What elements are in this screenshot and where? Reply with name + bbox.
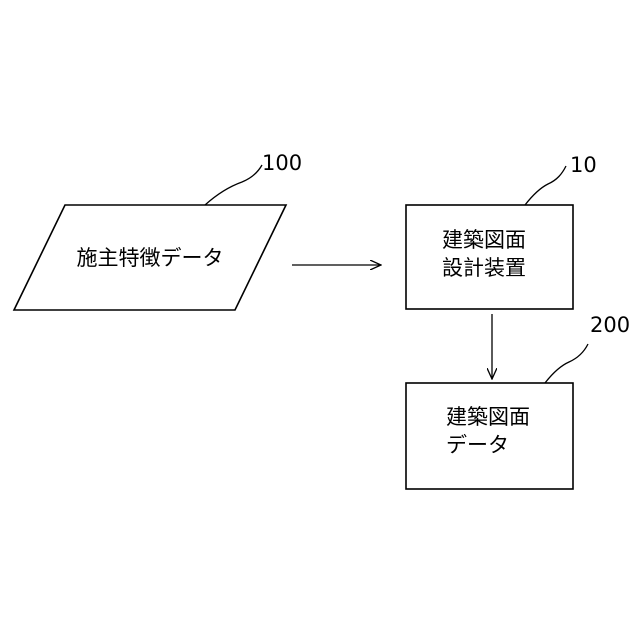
input-data-leader-line bbox=[205, 165, 262, 205]
output-data-ref-number: 200 bbox=[590, 313, 630, 337]
output-data-reference: 200 bbox=[545, 313, 630, 383]
device-label-line2: 設計装置 bbox=[442, 256, 526, 280]
device-node: 建築図面 設計装置 bbox=[406, 205, 573, 309]
input-data-node: 施主特徴データ bbox=[14, 205, 286, 310]
device-ref-number: 10 bbox=[570, 153, 597, 177]
input-data-reference: 100 bbox=[205, 151, 302, 205]
input-data-label: 施主特徴データ bbox=[77, 246, 224, 270]
output-data-label-line2: データ bbox=[446, 433, 509, 457]
output-data-node: 建築図面 データ bbox=[406, 383, 573, 489]
input-data-ref-number: 100 bbox=[262, 151, 302, 175]
device-reference: 10 bbox=[525, 153, 597, 205]
device-label-line1: 建築図面 bbox=[442, 228, 526, 252]
output-data-leader-line bbox=[545, 344, 588, 383]
device-leader-line bbox=[525, 166, 566, 205]
output-data-label-line1: 建築図面 bbox=[446, 405, 530, 429]
